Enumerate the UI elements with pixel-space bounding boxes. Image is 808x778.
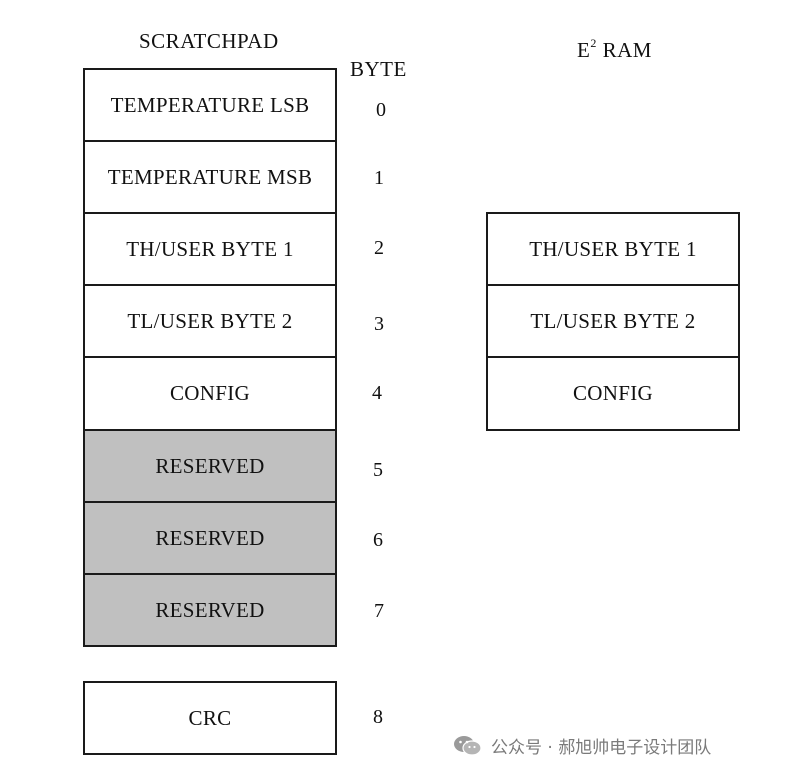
- byte-number-5: 5: [373, 459, 383, 481]
- eeprom-cell-config: CONFIG: [486, 356, 740, 431]
- crc-cell: CRC: [83, 681, 337, 755]
- byte-header: BYTE: [350, 57, 407, 81]
- scratchpad-cell-2: TH/USER BYTE 1: [83, 212, 337, 286]
- byte-number-2: 2: [374, 237, 384, 259]
- scratchpad-cell-5: RESERVED: [83, 429, 337, 503]
- cell-label: CRC: [188, 705, 232, 730]
- scratchpad-cell-0: TEMPERATURE LSB: [83, 68, 337, 142]
- watermark: 公众号 · 郝旭帅电子设计团队: [453, 733, 711, 758]
- eeprom-title-superscript: 2: [590, 36, 597, 50]
- scratchpad-cell-4: CONFIG: [83, 356, 337, 431]
- scratchpad-cell-3: TL/USER BYTE 2: [83, 284, 337, 358]
- cell-label: CONFIG: [170, 381, 250, 405]
- cell-label: CONFIG: [573, 381, 653, 405]
- cell-label: TH/USER BYTE 1: [529, 236, 697, 261]
- byte-number-1: 1: [374, 167, 384, 189]
- byte-number-8: 8: [373, 706, 383, 728]
- eeprom-title: E2 RAM: [577, 36, 652, 63]
- eeprom-cell-th: TH/USER BYTE 1: [486, 212, 740, 286]
- scratchpad-cell-1: TEMPERATURE MSB: [83, 140, 337, 214]
- eeprom-cell-tl: TL/USER BYTE 2: [486, 284, 740, 358]
- byte-number-7: 7: [374, 600, 384, 622]
- eeprom-title-base: E: [577, 38, 591, 62]
- cell-label: TL/USER BYTE 2: [530, 308, 696, 333]
- scratchpad-title: SCRATCHPAD: [139, 29, 279, 53]
- cell-label: TH/USER BYTE 1: [126, 236, 294, 261]
- cell-label: TL/USER BYTE 2: [127, 308, 293, 333]
- cell-label: RESERVED: [155, 597, 265, 622]
- scratchpad-cell-7: RESERVED: [83, 573, 337, 647]
- cell-label: RESERVED: [155, 453, 265, 478]
- byte-number-0: 0: [376, 99, 386, 121]
- watermark-text: 公众号 · 郝旭帅电子设计团队: [491, 738, 712, 758]
- byte-number-4: 4: [372, 382, 382, 404]
- cell-label: RESERVED: [155, 525, 265, 550]
- byte-number-3: 3: [374, 313, 384, 335]
- cell-label: TEMPERATURE MSB: [107, 164, 313, 189]
- byte-number-6: 6: [373, 529, 383, 551]
- cell-label: TEMPERATURE LSB: [110, 92, 310, 117]
- wechat-icon: [454, 735, 482, 756]
- eeprom-title-rest: RAM: [596, 38, 652, 62]
- scratchpad-cell-6: RESERVED: [83, 501, 337, 575]
